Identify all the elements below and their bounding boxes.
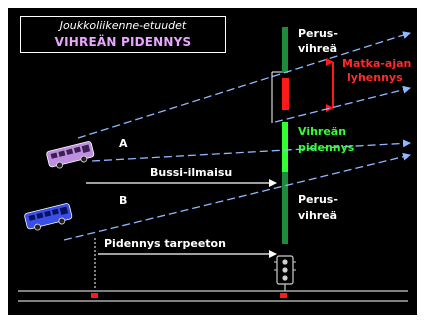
- label-perusvihrea-top-1: Perus-: [298, 27, 338, 40]
- trajectory-original-top: [77, 31, 411, 139]
- label-matka-2: lyhennys: [347, 71, 403, 84]
- trajectory-bus-b-line: [63, 152, 411, 241]
- title-line2: VIHREÄN PIDENNYS: [54, 35, 192, 49]
- bus-a-icon: [46, 141, 95, 169]
- detector-marker: [91, 293, 98, 298]
- title-line1: Joukkoliikenne-etuudet: [59, 19, 187, 32]
- signal-green-extension: [282, 122, 288, 172]
- label-perusvihrea-bottom-1: Perus-: [298, 193, 338, 206]
- trajectory-bus-a: [91, 139, 411, 162]
- title-box: Joukkoliikenne-etuudet VIHREÄN PIDENNYS: [20, 16, 226, 53]
- label-vihrean-1: Vihreän: [298, 125, 347, 138]
- signal-red-block: [282, 78, 289, 110]
- traffic-light-icon: [274, 255, 296, 291]
- label-matka-1: Matka-ajan: [342, 57, 412, 70]
- label-vihrean-2: pidennys: [298, 141, 355, 154]
- stopline-marker: [280, 293, 287, 298]
- trajectory-shortened: [274, 85, 411, 123]
- label-perusvihrea-top-2: vihreä: [298, 42, 338, 55]
- label-bus-a: A: [119, 137, 128, 150]
- label-pidennys-tarpeeton: Pidennys tarpeeton: [104, 237, 226, 250]
- diagram-frame: [8, 8, 417, 315]
- bus-b-icon: [24, 203, 73, 231]
- signal-basic-green-top: [282, 27, 288, 73]
- label-bussi-ilmaisu: Bussi-ilmaisu: [150, 166, 233, 179]
- label-perusvihrea-bottom-2: vihreä: [298, 209, 338, 222]
- label-bus-b: B: [119, 194, 128, 207]
- signal-basic-green-bottom: [282, 172, 288, 244]
